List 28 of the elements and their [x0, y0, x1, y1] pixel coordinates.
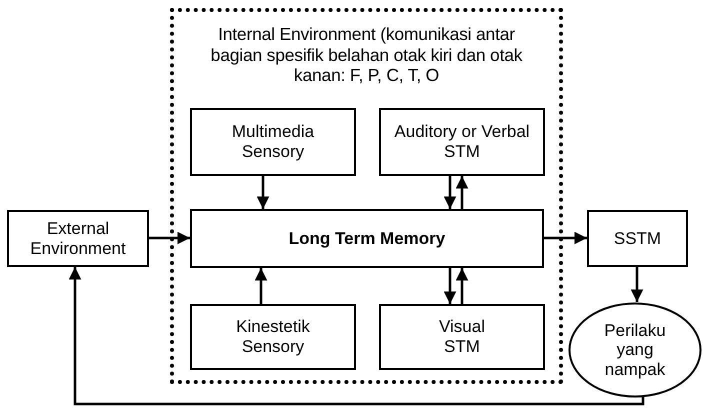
node-label: SSTM — [614, 228, 662, 248]
process-box — [379, 108, 545, 176]
arrow — [544, 232, 587, 244]
arrow — [630, 267, 644, 302]
process-box — [379, 304, 545, 370]
outcome-ellipse — [568, 302, 702, 398]
process-box — [190, 209, 544, 268]
node-label: Long Term Memory — [288, 228, 446, 248]
arrow — [68, 267, 644, 406]
process-box — [7, 210, 149, 267]
process-box — [190, 108, 356, 176]
node-label: External Environment — [29, 218, 127, 258]
node-label: Perilaku yang nampak — [603, 320, 667, 380]
arrow — [456, 176, 468, 209]
node-label: Multimedia Sensory — [230, 122, 316, 162]
node-label: Auditory or Verbal STM — [393, 122, 531, 162]
process-box — [190, 304, 356, 370]
node-label: Visual STM — [438, 317, 486, 357]
arrow — [254, 268, 268, 304]
arrow — [444, 268, 456, 304]
arrow — [256, 176, 270, 209]
arrow — [149, 232, 190, 244]
group-heading: Internal Environment (komunikasi antar bagian spesifik belahan otak kiri dan otak kanan: F, P, C, T, O — [210, 24, 524, 86]
dotted-group-frame — [170, 8, 563, 384]
node-label: Kinestetik Sensory — [235, 317, 311, 357]
arrow — [444, 176, 456, 209]
process-box — [587, 210, 688, 267]
arrow — [456, 268, 468, 304]
